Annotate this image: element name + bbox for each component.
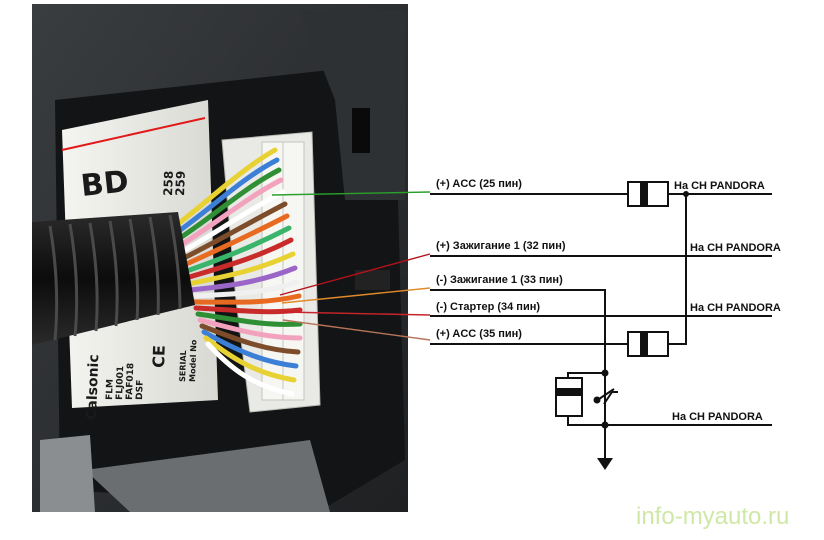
junction-dot-1 — [601, 369, 609, 377]
line-wire-2 — [430, 289, 606, 373]
pandora-label-3: На CH PANDORA — [672, 411, 763, 423]
ecu-mount — [355, 270, 390, 290]
label-code-0: Calsonic — [84, 354, 102, 420]
leader-wire-0 — [271, 191, 431, 196]
corrugated-hose — [32, 212, 195, 345]
relay-bottom-wire — [567, 414, 605, 426]
watermark: info-myauto.ru — [636, 503, 789, 530]
schematic — [430, 193, 772, 458]
leader-wire-4 — [282, 319, 431, 341]
wire-label-0: (+) ACC (25 пин) — [436, 178, 522, 190]
wire-leaders — [271, 191, 431, 341]
junction-dot-0 — [683, 191, 689, 197]
leader-wire-3 — [282, 311, 431, 316]
pandora-label-1: На CH PANDORA — [690, 242, 781, 254]
pandora-label-0: На CH PANDORA — [674, 180, 765, 192]
ground-arrow-icon — [597, 458, 613, 470]
leader-wire-1 — [279, 253, 431, 296]
diode-top — [627, 181, 669, 207]
wire-bundle — [167, 147, 303, 397]
relay-component — [555, 377, 583, 417]
wire-label-1: (+) Зажигание 1 (32 пин) — [436, 240, 566, 252]
label-red-line — [61, 117, 206, 151]
label-code-2: FLJ001 — [115, 366, 126, 400]
model-number-0: 258 — [161, 171, 176, 197]
relay-switch-icon — [593, 388, 618, 405]
ecu-clip — [352, 108, 370, 153]
photo-region: BD Calsonic FLM FLJ001 FAF018 DSF SERIAL… — [32, 4, 408, 512]
label-code-3: FAF018 — [125, 363, 136, 400]
ce-mark: CE — [149, 345, 169, 368]
pedal-bar — [85, 440, 330, 512]
label-code-4: DSF — [135, 380, 146, 400]
model-text: Model No — [188, 339, 198, 382]
serial-text: SERIAL — [178, 350, 188, 382]
wire-label-4: (+) ACC (35 пин) — [436, 328, 522, 340]
label-bd-text: BD — [79, 164, 130, 204]
pandora-label-2: На CH PANDORA — [690, 302, 781, 314]
model-number-1: 259 — [173, 171, 188, 197]
leader-wire-2 — [281, 287, 431, 304]
bracket-left — [40, 435, 95, 512]
wire-label-2: (-) Зажигание 1 (33 пин) — [436, 274, 563, 286]
dashboard-panel — [300, 10, 405, 200]
junction-dot-2 — [601, 421, 609, 429]
diode-bus — [668, 194, 687, 345]
label-code-1: FLM — [105, 379, 116, 400]
diode-bottom — [627, 331, 669, 357]
wire-label-3: (-) Стартер (34 пин) — [436, 301, 540, 313]
